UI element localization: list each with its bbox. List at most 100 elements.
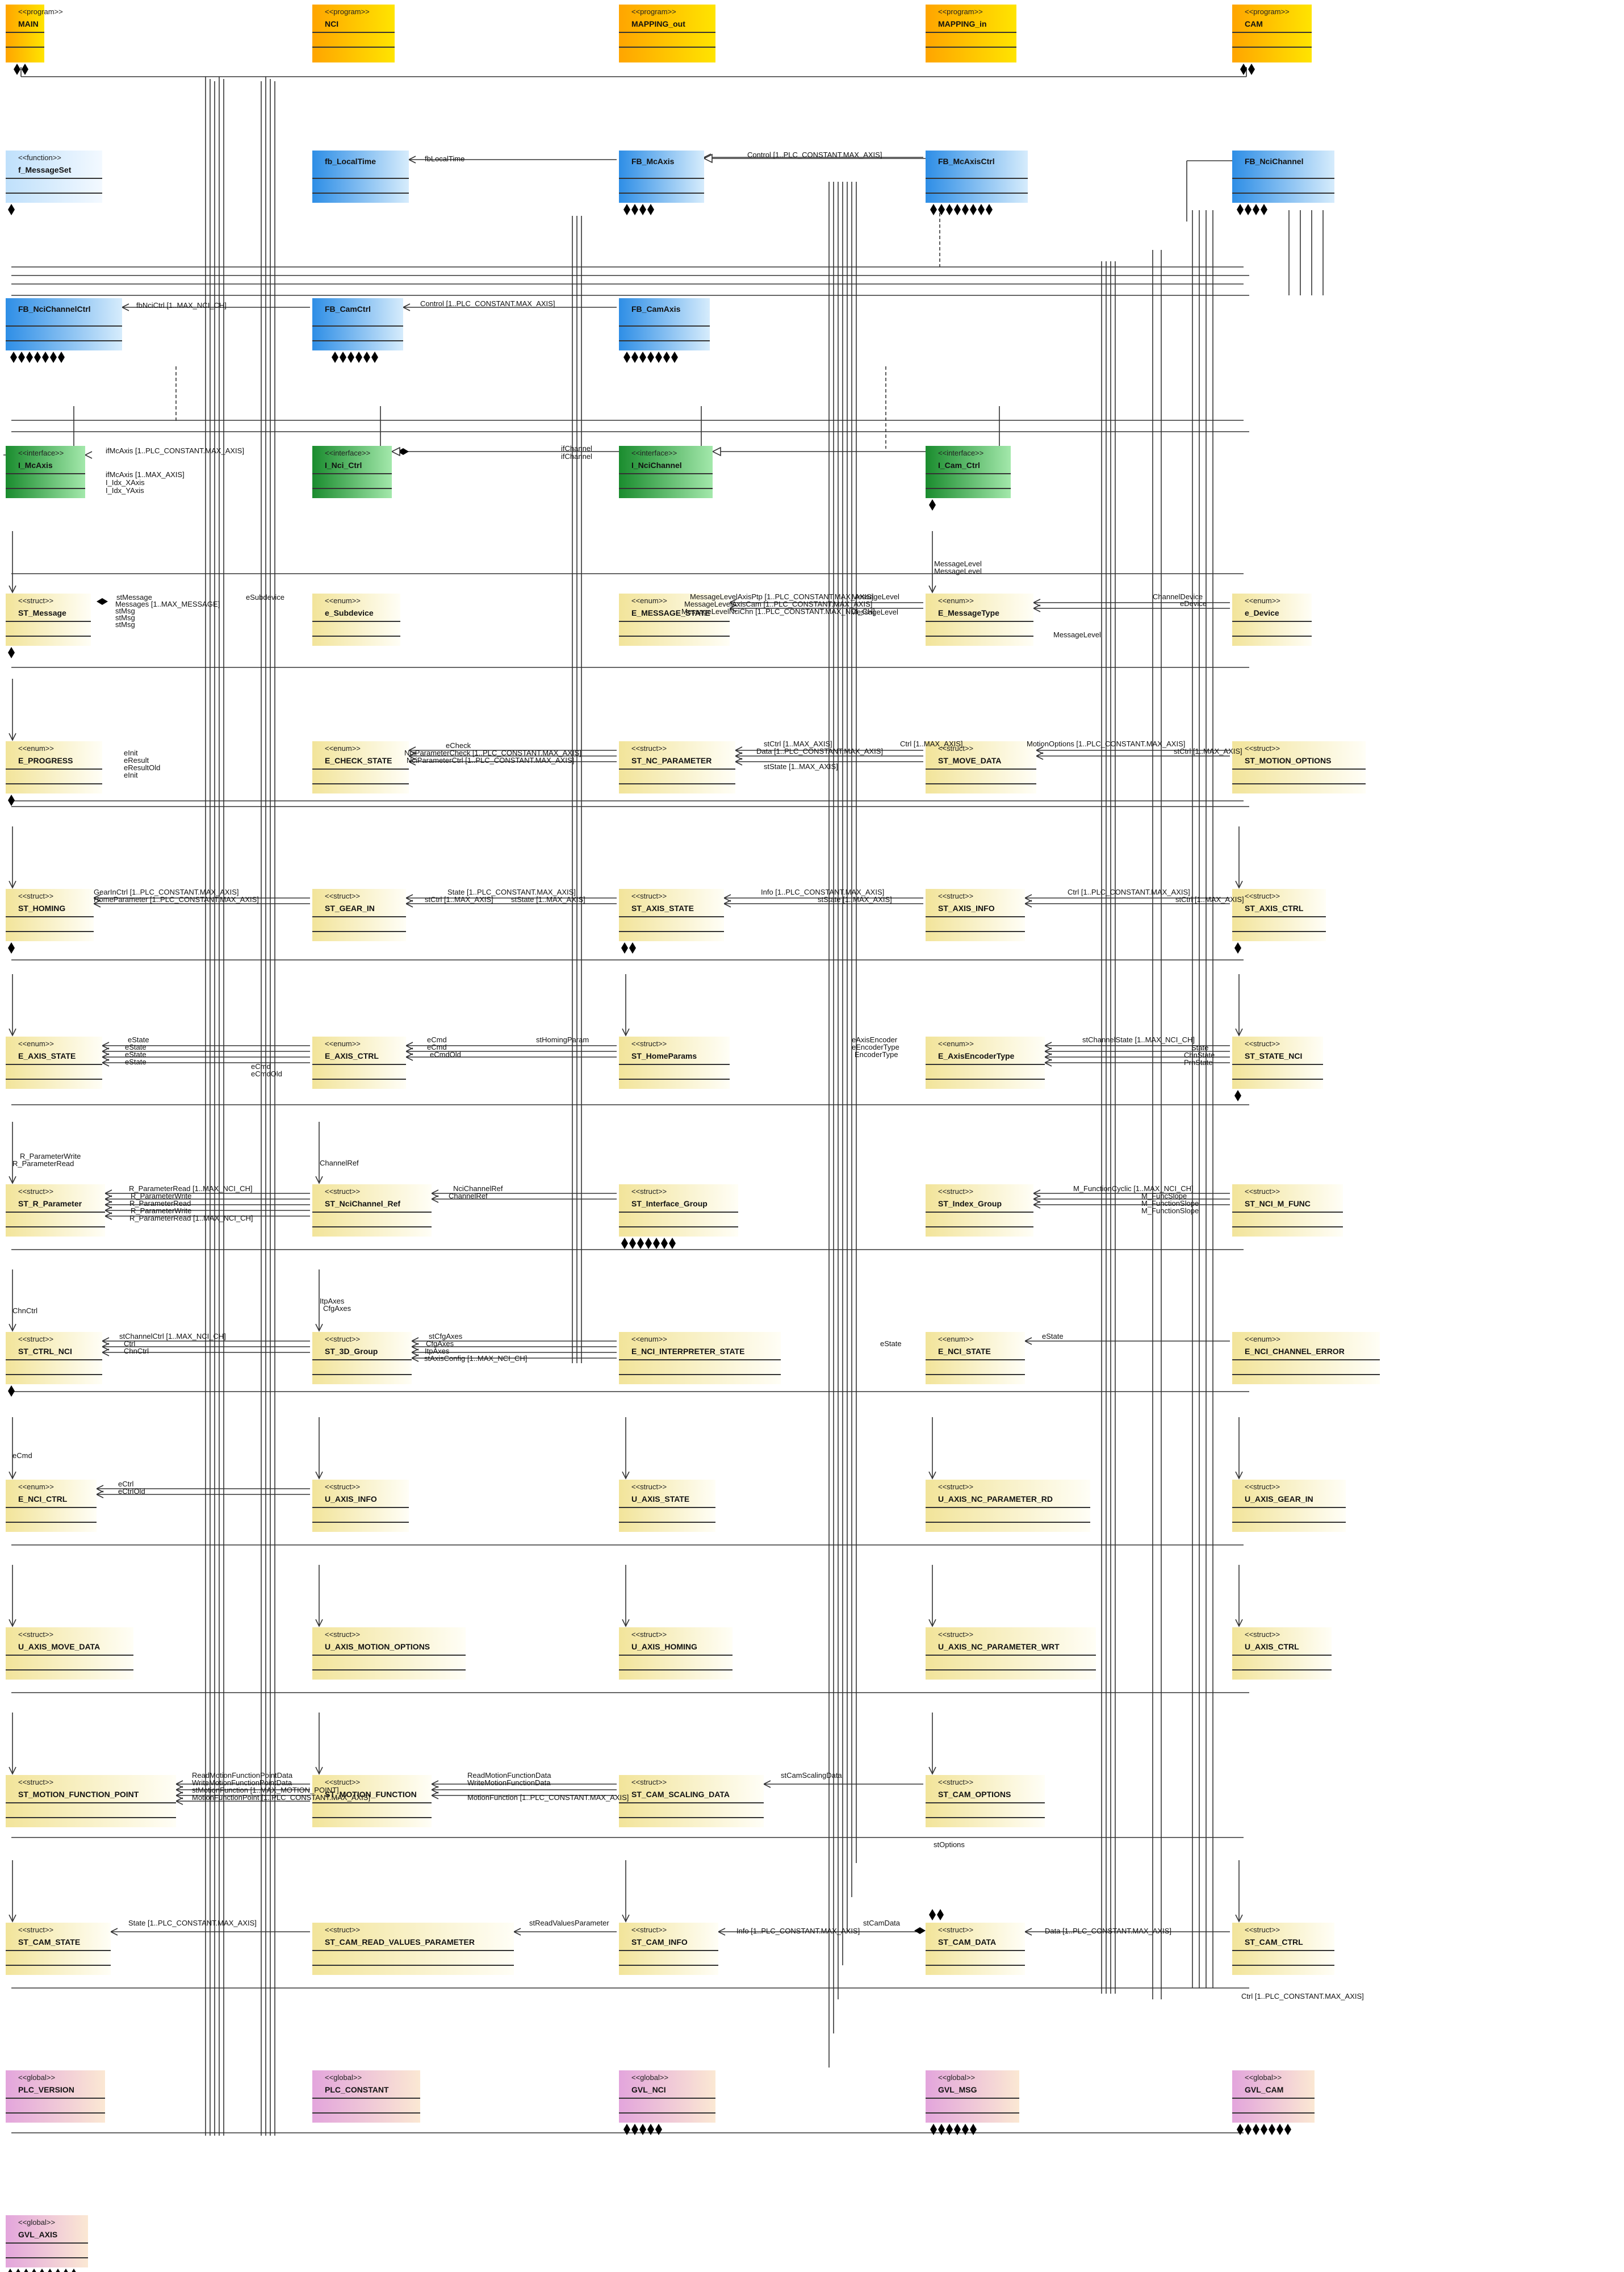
box-st-gear-in[interactable]: <<struct>>ST_GEAR_IN [312,889,406,941]
box-fb-camaxis[interactable]: FB_CamAxis [619,298,710,350]
box-i-mcaxis[interactable]: <<interface>>I_McAxis [6,446,85,498]
box-fb-mcaxis[interactable]: FB_McAxis [619,151,704,203]
box-st-motion-function[interactable]: <<struct>>ST_MOTION_FUNCTION [312,1775,432,1827]
box-e-device[interactable]: <<enum>>e_Device [1232,594,1312,646]
box-main[interactable]: <<program>>MAIN [6,5,63,62]
box-e-nci-channel-error[interactable]: <<enum>>E_NCI_CHANNEL_ERROR [1232,1332,1380,1384]
box-st-nc-parameter[interactable]: <<struct>>ST_NC_PARAMETER [619,741,735,793]
association-arrowhead [1035,746,1044,754]
box-st-axis-ctrl[interactable]: <<struct>>ST_AXIS_CTRL [1232,889,1326,941]
composition-diamond [929,499,936,511]
box-e-messagetype[interactable]: <<enum>>E_MessageType [926,594,1033,646]
compartment-divider [619,1226,738,1227]
box-u-axis-state[interactable]: <<struct>>U_AXIS_STATE [619,1480,715,1532]
box-fb-mcaxisctrl[interactable]: FB_McAxisCtrl [926,151,1028,203]
box-st-cam-state[interactable]: <<struct>>ST_CAM_STATE [6,1923,111,1975]
box-st-axis-info[interactable]: <<struct>>ST_AXIS_INFO [926,889,1025,941]
box-e-progress[interactable]: <<enum>>E_PROGRESS [6,741,102,793]
box-cam[interactable]: <<program>>CAM [1232,5,1312,62]
box-i-ncichannel[interactable]: <<interface>>I_NciChannel [619,446,713,498]
box-e-axis-ctrl[interactable]: <<enum>>E_AXIS_CTRL [312,1037,406,1089]
box-st-interface-group[interactable]: <<struct>>ST_Interface_Group [619,1184,738,1237]
relation-label: eAxisEncoder [852,1035,898,1044]
box-st-index-group[interactable]: <<struct>>ST_Index_Group [926,1184,1033,1237]
composition-diamond [8,204,15,215]
box-st-ctrl-nci[interactable]: <<struct>>ST_CTRL_NCI [6,1332,102,1384]
box-mapping-in[interactable]: <<program>>MAPPING_in [926,5,1016,62]
box-u-axis-nc-parameter-rd[interactable]: <<struct>>U_AXIS_NC_PARAMETER_RD [926,1480,1090,1532]
box-fb-localtime[interactable]: fb_LocalTime [312,151,409,203]
box-st-homing[interactable]: <<struct>>ST_HOMING [6,889,94,941]
box-st-cam-options[interactable]: <<struct>>ST_CAM_OPTIONS [926,1775,1045,1827]
box-st-move-data[interactable]: <<struct>>ST_MOVE_DATA [926,741,1036,793]
box-name: f_MessageSet [18,165,72,174]
box-u-axis-ctrl[interactable]: <<struct>>U_AXIS_CTRL [1232,1627,1332,1680]
box-i-cam-ctrl[interactable]: <<interface>>I_Cam_Ctrl [926,446,1011,498]
box-gvl-axis[interactable]: <<global>>GVL_AXIS [6,2215,88,2267]
box-u-axis-nc-parameter-wrt[interactable]: <<struct>>U_AXIS_NC_PARAMETER_WRT [926,1627,1096,1680]
box-st-motion-function-point[interactable]: <<struct>>ST_MOTION_FUNCTION_POINT [6,1775,176,1827]
box-fb-ncichannelctrl[interactable]: FB_NciChannelCtrl [6,298,122,350]
association-arrowhead [315,1619,323,1627]
box-st-ncichannel-ref[interactable]: <<struct>>ST_NciChannel_Ref [312,1184,432,1237]
box-st-3d-group[interactable]: <<struct>>ST_3D_Group [312,1332,412,1384]
box-e-subdevice[interactable]: <<enum>>e_Subdevice [312,594,400,646]
box-fb-camctrl[interactable]: FB_CamCtrl [312,298,403,350]
box-st-cam-scaling-data[interactable]: <<struct>>ST_CAM_SCALING_DATA [619,1775,764,1827]
box-mapping-out[interactable]: <<program>>MAPPING_out [619,5,715,62]
box-stereotype: <<enum>> [938,1039,974,1048]
box-gvl-msg[interactable]: <<global>>GVL_MSG [926,2070,1019,2123]
box-u-axis-info[interactable]: <<struct>>U_AXIS_INFO [312,1480,409,1532]
relation-label: Info [1..PLC_CONSTANT.MAX_AXIS] [761,888,885,896]
box-e-axisencodertype[interactable]: <<enum>>E_AxisEncoderType [926,1037,1045,1089]
box-st-axis-state[interactable]: <<struct>>ST_AXIS_STATE [619,889,724,941]
composition-diamond [56,2269,60,2272]
association-arrowhead [1032,1189,1041,1197]
compartment-divider [1232,636,1312,637]
box-gvl-cam[interactable]: <<global>>GVL_CAM [1232,2070,1315,2123]
box-st-state-nci[interactable]: <<struct>>ST_STATE_NCI [1232,1037,1323,1089]
relation-label: stCtrl [1..MAX_AXIS] [425,895,493,904]
box-st-homeparams[interactable]: <<struct>>ST_HomeParams [619,1037,730,1089]
box-st-message[interactable]: <<struct>>ST_Message [6,594,91,646]
box-nci[interactable]: <<program>>NCI [312,5,395,62]
box-st-nci-m-func[interactable]: <<struct>>ST_NCI_M_FUNC [1232,1184,1343,1237]
box-u-axis-motion-options[interactable]: <<struct>>U_AXIS_MOTION_OPTIONS [312,1627,466,1680]
box-st-motion-options[interactable]: <<struct>>ST_MOTION_OPTIONS [1232,741,1366,793]
relation-label: eCheck [446,741,471,750]
box-stereotype: <<struct>> [1245,744,1280,753]
box-name: PLC_CONSTANT [325,2085,389,2094]
association-arrowhead [405,894,413,902]
box-e-axis-state[interactable]: <<enum>>E_AXIS_STATE [6,1037,102,1089]
box-e-message-state[interactable]: <<enum>>E_MESSAGE_STATE [619,594,730,646]
box-stereotype: <<global>> [325,2073,362,2082]
box-i-nci-ctrl[interactable]: <<interface>>I_Nci_Ctrl [312,446,392,498]
box-f-messageset[interactable]: <<function>>f_MessageSet [6,151,102,203]
box-u-axis-move-data[interactable]: <<struct>>U_AXIS_MOVE_DATA [6,1627,133,1680]
box-e-nci-ctrl[interactable]: <<enum>>E_NCI_CTRL [6,1480,97,1532]
box-plc-constant[interactable]: <<global>> PLC_CONSTANT [312,2070,420,2123]
association-arrowhead [622,1028,630,1037]
box-st-cam-ctrl[interactable]: <<struct>>ST_CAM_CTRL [1232,1923,1334,1975]
box-gvl-nci[interactable]: <<global>>GVL_NCI [619,2070,715,2123]
box-st-cam-data[interactable]: <<struct>>ST_CAM_DATA [926,1923,1025,1975]
compartment-divider [926,1655,1096,1656]
box-plc-version[interactable]: <<global>>PLC_VERSION [6,2070,105,2123]
box-st-cam-info[interactable]: <<struct>>ST_CAM_INFO [619,1923,718,1975]
association-arrowhead [315,1323,323,1332]
box-fb-ncichannel[interactable]: FB_NciChannel [1232,151,1334,203]
box-st-r-parameter[interactable]: <<struct>>ST_R_Parameter [6,1184,105,1237]
box-e-nci-interpreter-state[interactable]: <<enum>>E_NCI_INTERPRETER_STATE [619,1332,781,1384]
relation-label: eState [125,1050,147,1059]
box-u-axis-gear-in[interactable]: <<struct>>U_AXIS_GEAR_IN [1232,1480,1346,1532]
association-arrowhead [104,1201,112,1209]
compartment-divider [312,1507,409,1508]
box-name: ST_AXIS_INFO [938,904,995,913]
box-u-axis-homing[interactable]: <<struct>>U_AXIS_HOMING [619,1627,733,1680]
box-e-nci-state[interactable]: <<enum>>E_NCI_STATE [926,1332,1025,1384]
box-name: ST_MOVE_DATA [938,756,1002,765]
box-e-check-state[interactable]: <<enum>>E_CHECK_STATE [312,741,409,793]
box-st-cam-read-values-parameter[interactable]: <<struct>>ST_CAM_READ_VALUES_PARAMETER [312,1923,514,1975]
composition-diamond [14,64,20,75]
association-arrowhead [95,1485,104,1493]
